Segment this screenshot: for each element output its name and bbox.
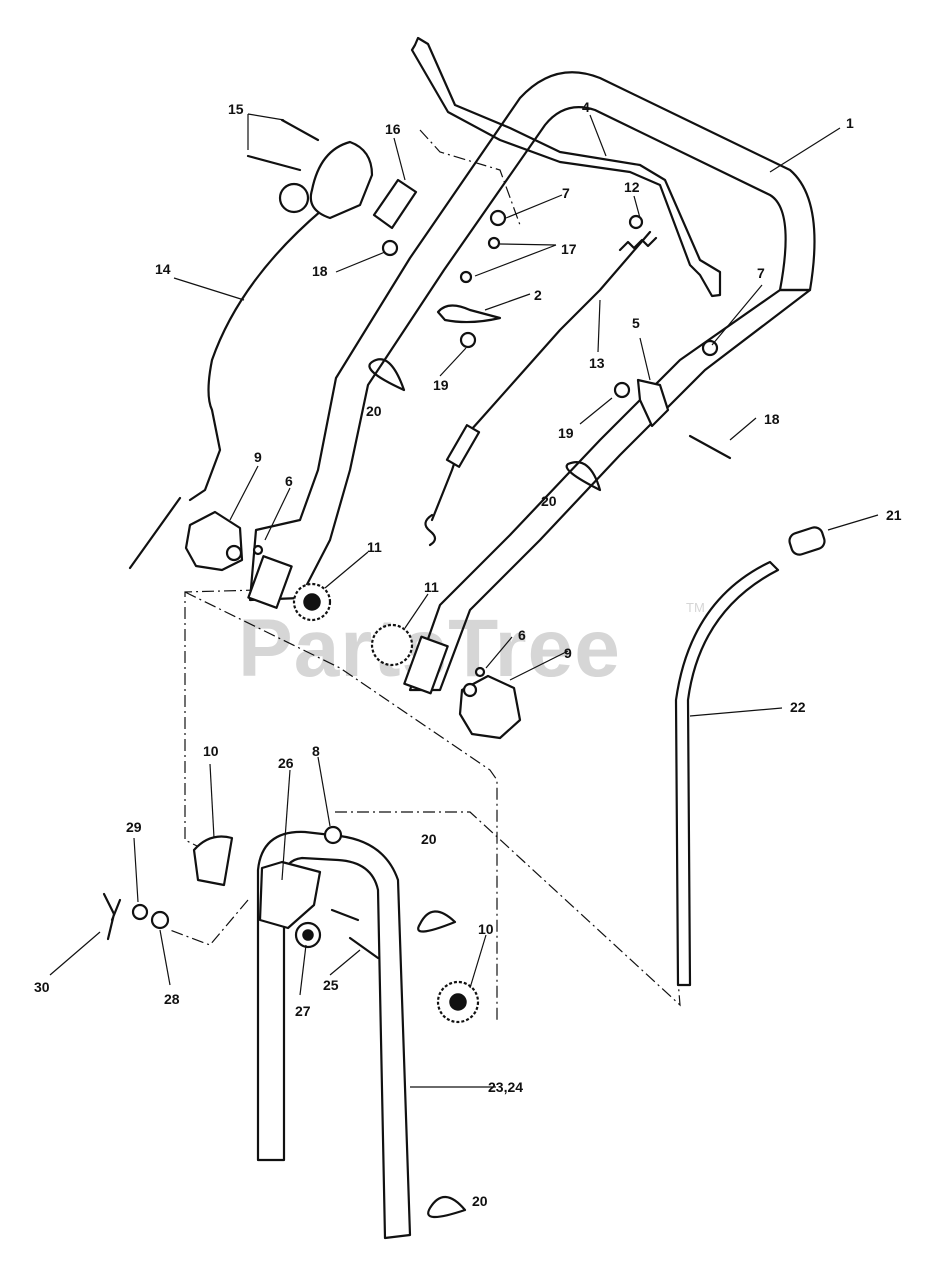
callout-8: 8: [312, 743, 320, 759]
washer: [252, 544, 264, 556]
callout-9: 9: [254, 449, 262, 465]
control-cable: [188, 208, 324, 502]
callout-6: 6: [518, 627, 526, 643]
assembly-lines: [169, 129, 681, 1020]
callout-6: 6: [285, 473, 293, 489]
callout-28: 28: [164, 991, 180, 1007]
callout-23-24: 23,24: [488, 1079, 523, 1095]
nut: [459, 270, 473, 284]
callout-18: 18: [764, 411, 780, 427]
callout-2: 2: [534, 287, 542, 303]
hairpin-clip: [417, 910, 457, 933]
hairpin-clip: [368, 358, 406, 392]
nut: [323, 825, 343, 845]
callout-20: 20: [366, 403, 382, 419]
ratchet-gear: [370, 623, 414, 667]
watermark-trademark: TM: [686, 600, 705, 615]
callout-10: 10: [203, 743, 219, 759]
spring-clip: [436, 304, 502, 324]
latch-plate: [636, 378, 670, 428]
washer: [474, 666, 486, 678]
ring: [131, 903, 149, 921]
upper-handle: [247, 71, 816, 695]
callout-10: 10: [478, 921, 494, 937]
callout-7: 7: [757, 265, 765, 281]
hairpin-clip: [427, 1195, 467, 1219]
nut: [489, 209, 507, 227]
bail-rod: [674, 560, 780, 987]
nut: [613, 381, 631, 399]
callout-12: 12: [624, 179, 640, 195]
callout-16: 16: [385, 121, 401, 137]
ratchet-plate: [192, 835, 234, 887]
mounting-bracket: [258, 860, 322, 930]
hairpin-clip: [565, 461, 602, 492]
nut: [628, 214, 644, 230]
control-knob: [278, 182, 310, 214]
callout-20: 20: [541, 493, 557, 509]
throttle-cable: [430, 230, 652, 522]
callout-5: 5: [632, 315, 640, 331]
leader-lines: [49, 113, 879, 1088]
control-housing: [309, 140, 374, 220]
callout-25: 25: [323, 977, 339, 993]
callout-21: 21: [886, 507, 902, 523]
key-set: [102, 892, 122, 941]
callout-30: 30: [34, 979, 50, 995]
callout-20: 20: [472, 1193, 488, 1209]
handle-knob: [184, 510, 244, 572]
callout-9: 9: [564, 645, 572, 661]
nut: [459, 331, 477, 349]
callout-19: 19: [558, 425, 574, 441]
callout-13: 13: [589, 355, 605, 371]
callout-18: 18: [312, 263, 328, 279]
lower-handle: [256, 830, 412, 1240]
callout-11: 11: [367, 539, 382, 555]
callout-20: 20: [421, 831, 437, 847]
callout-26: 26: [278, 755, 294, 771]
bail-wire: [410, 36, 722, 298]
callout-19: 19: [433, 377, 449, 393]
callout-22: 22: [790, 699, 806, 715]
callout-27: 27: [295, 1003, 311, 1019]
callout-11: 11: [424, 579, 439, 595]
nut: [701, 339, 719, 357]
ring: [150, 910, 170, 930]
callout-15: 15: [228, 101, 244, 117]
callout-29: 29: [126, 819, 142, 835]
callout-17: 17: [561, 241, 577, 257]
callout-4: 4: [582, 99, 590, 115]
callout-14: 14: [155, 261, 171, 277]
callout-7: 7: [562, 185, 570, 201]
nut: [487, 236, 501, 250]
cable-clip: [372, 178, 418, 230]
rod-sleeve: [788, 526, 826, 556]
callout-1: 1: [846, 115, 854, 131]
bolt-head: [381, 239, 399, 257]
handle-knob: [458, 674, 522, 740]
